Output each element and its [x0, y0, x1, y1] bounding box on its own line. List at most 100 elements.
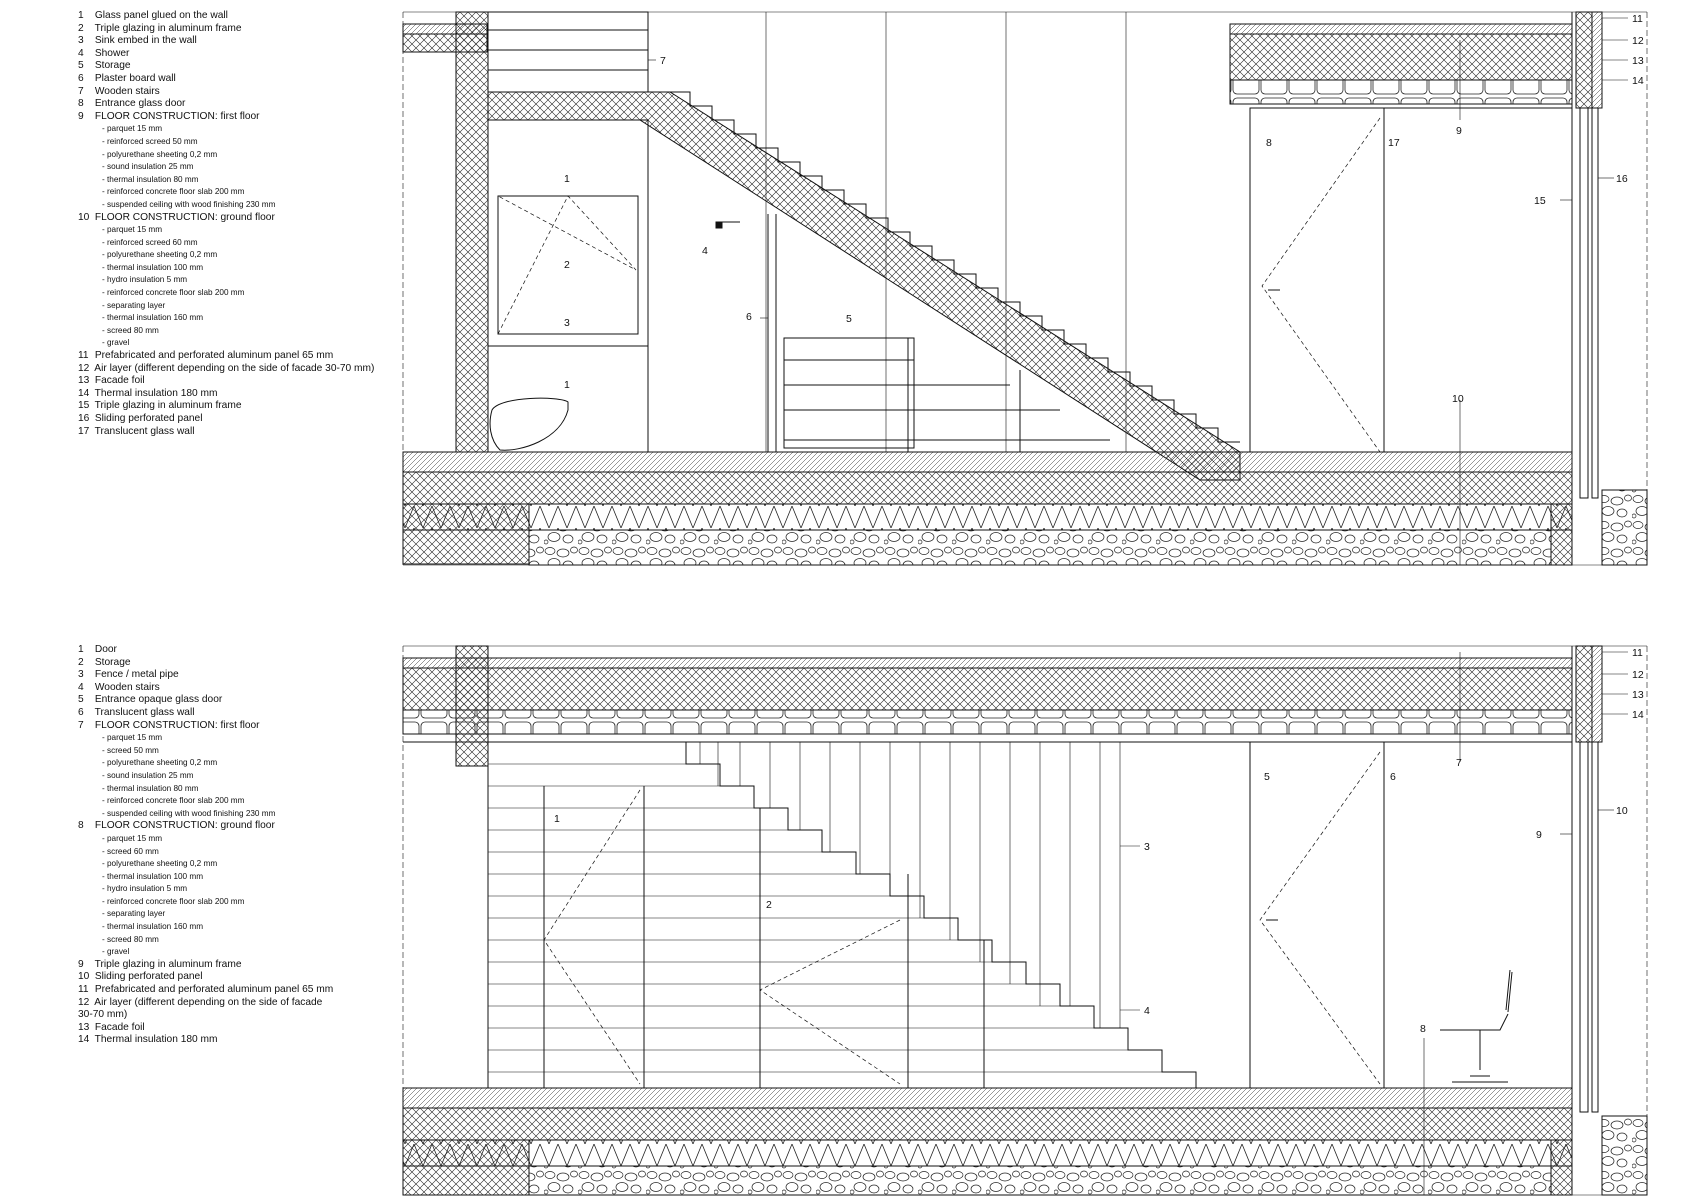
legend-subitem: - thermal insulation 80 mm	[102, 174, 199, 184]
top-callout-1: 1	[564, 173, 570, 185]
top-callout-6: 6	[746, 311, 752, 323]
legend-item-number: 10	[78, 211, 90, 223]
legend-item-number: 6	[78, 706, 84, 718]
top-callout-11: 11	[1632, 13, 1643, 25]
legend-subitem: - reinforced screed 50 mm	[102, 136, 198, 146]
legend-item-number: 7	[78, 85, 84, 97]
legend-item: 7 Wooden stairs	[78, 86, 374, 99]
legend-item-number: 4	[78, 47, 84, 59]
legend-item-number: 4	[78, 681, 84, 693]
top-callout-17: 17	[1388, 137, 1400, 149]
top-callout-5: 5	[846, 313, 852, 325]
legend-item-text: Translucent glass wall	[94, 425, 195, 437]
top-callout-1b: 1	[564, 379, 570, 391]
top-callout-4: 4	[702, 245, 708, 257]
legend-subitem: - parquet 15 mm	[102, 833, 163, 843]
legend-item-text: Glass panel glued on the wall	[94, 10, 228, 21]
legend-subitem: - separating layer	[102, 300, 166, 310]
bottom-callout-13: 13	[1632, 689, 1644, 701]
legend-item-number: 14	[78, 387, 90, 399]
legend-item: 14 Thermal insulation 180 mm	[78, 1034, 333, 1047]
legend-item: 3 Fence / metal pipe	[78, 669, 333, 682]
bottom-callout-14: 14	[1632, 709, 1644, 721]
legend-item-number: 10	[78, 971, 90, 983]
legend-item: 12 Air layer (different depending on the…	[78, 997, 333, 1010]
legend-item: 1 Door	[78, 644, 333, 657]
top-callout-13: 13	[1632, 55, 1644, 67]
legend-subitem: - suspended ceiling with wood finishing …	[102, 199, 276, 209]
legend-item-number: 9	[78, 958, 84, 970]
top-callout-14: 14	[1632, 75, 1644, 87]
top-callout-8: 8	[1266, 137, 1272, 149]
legend-item-text: Thermal insulation 180 mm	[94, 1034, 218, 1046]
legend-subitem: - parquet 15 mm	[102, 124, 163, 134]
legend-subitem: - reinforced concrete floor slab 200 mm	[102, 288, 245, 298]
top-callout-10: 10	[1452, 393, 1464, 405]
legend-item: 9 FLOOR CONSTRUCTION: first floor	[78, 111, 374, 124]
legend-subitem: - screed 80 mm	[102, 934, 159, 944]
legend-item: 7 FLOOR CONSTRUCTION: first floor	[78, 720, 333, 733]
legend-item-text: Prefabricated and perforated aluminum pa…	[94, 350, 334, 362]
top-callout-15: 15	[1534, 195, 1546, 207]
legend-subitem: - parquet 15 mm	[102, 225, 163, 235]
legend-subitem: - parquet 15 mm	[102, 733, 163, 743]
top-callout-12: 12	[1632, 35, 1644, 47]
bottom-callout-10: 10	[1616, 805, 1628, 817]
legend-item-text: Sink embed in the wall	[94, 35, 197, 47]
top-callout-9: 9	[1456, 125, 1462, 137]
legend-item-number: 12	[78, 362, 90, 374]
legend-item: 5 Entrance opaque glass door	[78, 694, 333, 707]
legend-item-number: 12	[78, 996, 90, 1008]
legend-item: 4 Shower	[78, 48, 374, 61]
legend-item-number: 16	[78, 413, 90, 424]
legend-item: 9 Triple glazing in aluminum frame	[78, 959, 333, 972]
top-callout-7: 7	[660, 55, 666, 67]
legend-item-number: 13	[78, 375, 90, 387]
top-callout-2: 2	[564, 259, 570, 271]
legend-item-text: Facade foil	[94, 375, 145, 387]
legend-item: 13 Facade foil	[78, 375, 374, 388]
legend-item-number: 8	[78, 820, 84, 832]
bottom-callout-8: 8	[1420, 1023, 1426, 1035]
legend-subitem: - thermal insulation 100 mm	[102, 871, 204, 881]
bottom-callout-6: 6	[1390, 771, 1396, 783]
legend-item-text: Prefabricated and perforated aluminum pa…	[94, 984, 334, 996]
legend-subitem: - reinforced screed 60 mm	[102, 237, 198, 247]
legend-item-text: Sliding perforated panel	[94, 971, 203, 983]
legend-item-text: Triple glazing in aluminum frame	[94, 400, 242, 412]
legend-item-text: Sliding perforated panel	[94, 413, 203, 424]
legend-item: 13 Facade foil	[78, 1022, 333, 1035]
top-callout-3: 3	[564, 317, 570, 329]
legend-item-number: 17	[78, 425, 90, 437]
legend-item-text: Storage	[94, 60, 131, 72]
legend-item-number: 1	[78, 644, 84, 655]
top-callout-16: 16	[1616, 173, 1628, 185]
legend-item-text: Thermal insulation 180 mm	[94, 387, 218, 399]
bottom-callout-7: 7	[1456, 757, 1462, 769]
legend-subitem: - reinforced concrete floor slab 200 mm	[102, 187, 245, 197]
legend-item-text: Wooden stairs	[94, 85, 160, 97]
bottom-callout-4: 4	[1144, 1005, 1150, 1017]
legend-item: 11 Prefabricated and perforated aluminum…	[78, 984, 333, 997]
legend-item-text: Entrance opaque glass door	[94, 694, 223, 706]
legend-item-text: Translucent glass wall	[94, 706, 195, 718]
legend-subitem: - screed 60 mm	[102, 846, 159, 856]
legend-subitem: - screed 80 mm	[102, 325, 159, 335]
legend-item: 10 Sliding perforated panel	[78, 971, 333, 984]
legend-item: 16 Sliding perforated panel	[78, 413, 374, 426]
bottom-section	[402, 645, 1648, 1196]
legend-item: 14 Thermal insulation 180 mm	[78, 388, 374, 401]
bottom-callout-3: 3	[1144, 841, 1150, 853]
legend-item: 8 FLOOR CONSTRUCTION: ground floor	[78, 820, 333, 833]
legend-item-text: FLOOR CONSTRUCTION: first floor	[94, 110, 260, 122]
legend-item-text: FLOOR CONSTRUCTION: ground floor	[94, 820, 275, 832]
legend-item-number: 3	[78, 35, 84, 47]
legend-item-number: 2	[78, 656, 84, 668]
legend-subitem: - polyurethane sheeting 0,2 mm	[102, 149, 218, 159]
legend-subitem: - thermal insulation 80 mm	[102, 783, 199, 793]
legend-subitem: - polyurethane sheeting 0,2 mm	[102, 758, 218, 768]
legend-item-number: 11	[78, 984, 89, 996]
